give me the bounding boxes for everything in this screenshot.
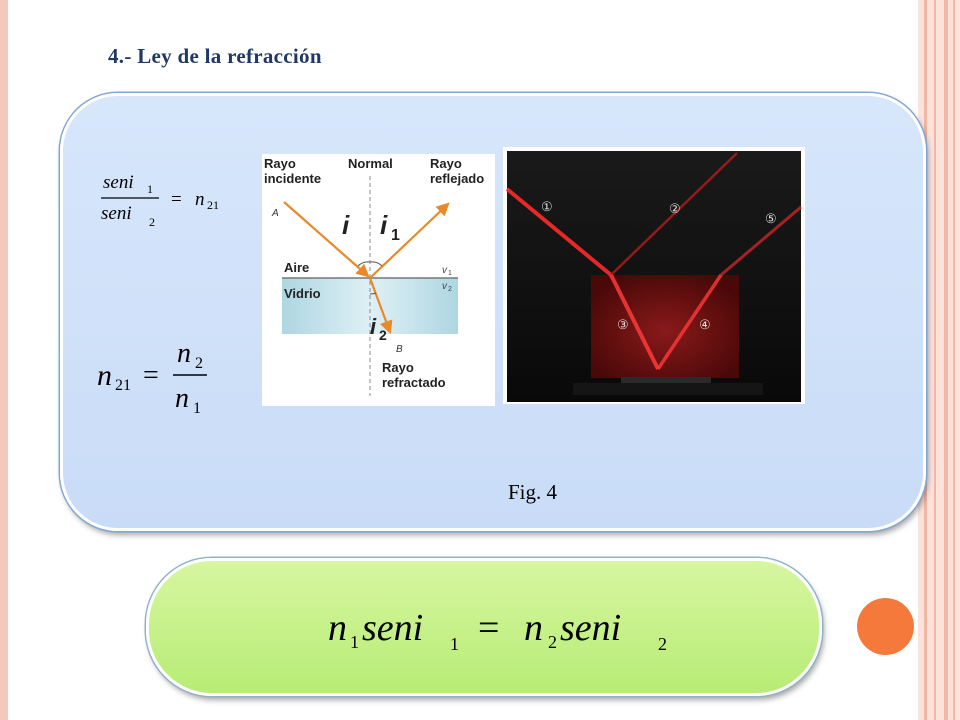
- ray-marker-5: ⑤: [765, 211, 777, 226]
- formula-n21: n 21 = n 2 n 1: [97, 340, 207, 417]
- refracted-ray: [368, 277, 393, 335]
- v1-label: v: [442, 265, 448, 276]
- ray-marker-2: ②: [669, 201, 681, 216]
- photo-base: [621, 377, 711, 385]
- angle-refracted-sub: 2: [379, 327, 387, 343]
- refracted-label-line1: Rayo: [382, 360, 414, 375]
- snell-seni-left-sub: 1: [450, 634, 459, 654]
- slide-title: 4.- Ley de la refracción: [108, 44, 322, 68]
- v2-sub: 2: [448, 286, 452, 293]
- formula-ratio: seni 1 seni 2 = n 21: [101, 172, 219, 229]
- snell-n2-sub: 2: [548, 632, 557, 652]
- laser-ray-5: [720, 205, 802, 277]
- angle-reflected-label: i: [380, 210, 388, 240]
- refracted-label-line2: refractado: [382, 375, 446, 390]
- incident-angle-arc: [357, 261, 371, 267]
- reflected-ray: [369, 202, 450, 279]
- ratio-denominator: seni: [101, 203, 132, 224]
- refraction-diagram: Rayo incidente Normal Rayo reflejado A i…: [262, 154, 495, 406]
- n21-lhs-sub: 21: [115, 377, 131, 394]
- n21-numerator-sub: 2: [195, 355, 203, 372]
- incident-ray: [283, 201, 370, 278]
- glass-block-photo: [591, 275, 739, 378]
- right-border-stripe: [944, 0, 948, 720]
- reflected-angle-arc: [369, 261, 383, 267]
- snell-n1-sub: 1: [350, 632, 359, 652]
- laser-ray-4: [656, 274, 723, 370]
- medium-top-label: Aire: [284, 260, 309, 275]
- point-b-label: B: [396, 344, 403, 355]
- ray-marker-3: ③: [617, 317, 629, 332]
- ratio-rhs-sub: 21: [207, 198, 219, 212]
- laser-ray-2: [610, 152, 738, 276]
- laser-ray-1: [505, 187, 613, 277]
- v1-sub: 1: [448, 270, 452, 277]
- ratio-equals: =: [171, 189, 182, 210]
- incident-label-line1: Rayo: [264, 156, 296, 171]
- point-a-label: A: [271, 208, 279, 219]
- medium-bottom-label: Vidrio: [284, 286, 321, 301]
- incident-label-line2: incidente: [264, 171, 321, 186]
- right-border-stripe: [953, 0, 955, 720]
- n21-lhs: n: [97, 359, 112, 392]
- orange-accent-circle: [857, 598, 914, 655]
- n21-numerator: n: [177, 340, 191, 369]
- laser-refraction-photo: ① ② ⑤ ③ ④: [503, 147, 805, 404]
- n21-equals: =: [143, 360, 159, 391]
- ratio-denominator-sub: 2: [149, 215, 155, 229]
- angle-incident-label: i: [342, 210, 350, 240]
- snell-seni-right-sub: 2: [658, 634, 667, 654]
- ray-marker-1: ①: [541, 199, 553, 214]
- left-border-strip: [0, 0, 8, 720]
- ratio-rhs: n: [195, 189, 205, 210]
- snell-seni-right: seni: [560, 607, 621, 649]
- angle-refracted-label: i: [370, 314, 377, 339]
- angle-reflected-sub: 1: [391, 227, 400, 244]
- n21-denominator-sub: 1: [193, 400, 201, 417]
- refracted-angle-arc: [369, 292, 377, 295]
- normal-label: Normal: [348, 156, 393, 171]
- n21-denominator: n: [175, 383, 189, 414]
- right-border-stripe: [934, 0, 936, 720]
- laser-ray-3: [609, 274, 660, 370]
- ratio-numerator-sub: 1: [147, 182, 153, 196]
- v2-label: v: [442, 281, 448, 292]
- ratio-numerator: seni: [103, 172, 134, 193]
- snell-law-formula: n 1 seni 1 = n 2 seni 2: [328, 607, 667, 654]
- photo-table: [573, 383, 763, 395]
- figure-caption: Fig. 4: [508, 480, 558, 504]
- reflected-label-line1: Rayo: [430, 156, 462, 171]
- ray-marker-4: ④: [699, 317, 711, 332]
- snell-seni-left: seni: [362, 607, 423, 649]
- snell-law-panel: [146, 558, 822, 696]
- snell-n2: n: [524, 607, 543, 649]
- reflected-label-line2: reflejado: [430, 171, 484, 186]
- snell-n1: n: [328, 607, 347, 649]
- snell-equals: =: [478, 607, 499, 649]
